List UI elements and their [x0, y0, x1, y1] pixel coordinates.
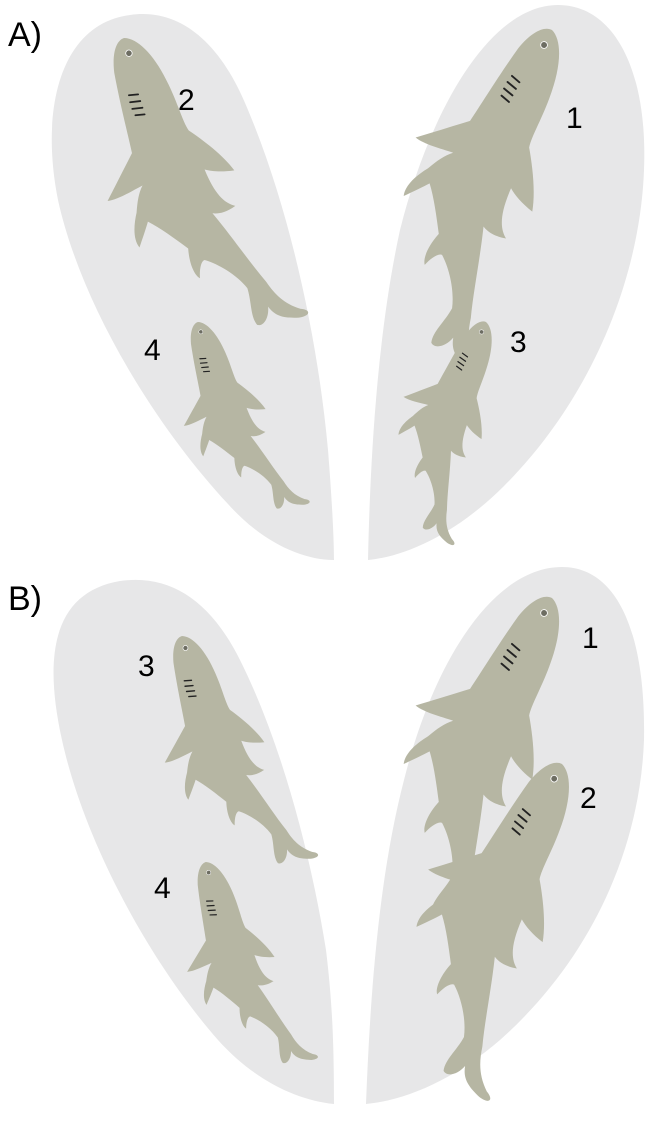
shark-b-right-upper-number: 1: [582, 622, 599, 655]
shark-a-left-small-number: 4: [144, 334, 161, 367]
shark-a-left-large-number: 2: [178, 84, 195, 117]
panel-a-label: A): [8, 16, 42, 54]
shark-a-right-small-number: 3: [510, 326, 527, 359]
shark-a-right-large-number: 1: [566, 102, 583, 135]
shark-b-left-lower-number: 4: [154, 872, 171, 905]
shark-b-left-upper-number: 3: [138, 650, 155, 683]
shark-b-right-lower-number: 2: [580, 782, 597, 815]
panel-b-label: B): [8, 580, 42, 618]
panel-a: A) 2 4 1 3: [8, 0, 644, 560]
panel-b: B) 3 4 1 2: [8, 565, 645, 1104]
